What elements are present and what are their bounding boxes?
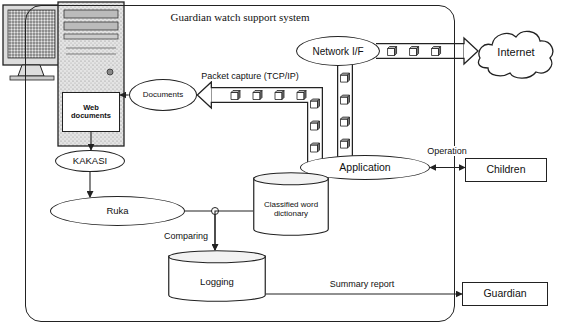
node-label: Children	[486, 164, 525, 176]
node-label: Documents	[143, 91, 183, 100]
edge-label: Summary report	[328, 279, 397, 289]
node-label: Ruka	[106, 206, 128, 216]
cloud-shape	[478, 31, 552, 78]
packet-cube	[253, 93, 260, 100]
connector	[266, 294, 462, 295]
flow-head	[197, 82, 211, 108]
connector-line	[430, 167, 465, 168]
flow-head-joint	[210, 88, 212, 102]
packet-cube	[439, 47, 441, 56]
packet-cube	[231, 93, 238, 100]
flow-head-joint	[464, 44, 466, 58]
actor-box: Guardian	[462, 282, 548, 306]
connector	[215, 211, 253, 250]
document-ellipse: Documents	[129, 79, 198, 111]
packet-cube	[341, 119, 348, 126]
node-label: Guardian watch support system	[171, 11, 310, 23]
packet-flow-arrow	[197, 82, 319, 164]
edge-label: Comparing	[162, 231, 210, 241]
node-label: Application	[339, 162, 390, 174]
connector	[91, 132, 92, 150]
packet-flow-arrow	[376, 38, 478, 64]
packet-cube	[341, 97, 348, 104]
document-box: Web documents	[62, 92, 120, 132]
packet-cube	[238, 91, 240, 100]
connector-line	[89, 172, 90, 197]
node-label: KAKASI	[73, 156, 107, 166]
packet-cube	[348, 117, 350, 126]
connector	[120, 95, 129, 96]
flow-band-outline	[337, 62, 353, 160]
node-label: Web documents	[67, 104, 115, 121]
packet-cube	[395, 47, 397, 56]
node-label: Network I/F	[312, 46, 363, 57]
connector	[90, 172, 91, 197]
flow-band-fill	[376, 44, 464, 58]
packet-cube	[348, 139, 350, 148]
database-cylinder: Logging	[168, 250, 266, 302]
cloud-path	[478, 31, 552, 78]
connector-line	[266, 293, 462, 294]
node-label: Logging	[200, 277, 234, 287]
flow-band-fill	[338, 62, 352, 160]
flow-band-outline	[211, 95, 315, 164]
packet-cube	[348, 95, 350, 104]
connector-line	[90, 132, 91, 150]
connector-line	[120, 94, 129, 95]
packet-flow-arrow	[341, 62, 350, 160]
internet-cloud: Internet	[476, 24, 556, 80]
edge-label: Operation	[425, 146, 469, 156]
packet-cube	[388, 49, 395, 56]
packet-cube	[318, 143, 320, 152]
packet-cube	[282, 91, 284, 100]
packet-cube	[260, 91, 262, 100]
packet-cube	[297, 93, 304, 100]
connector-line	[215, 211, 253, 250]
database-cylinder: Classified word dictionary	[253, 172, 329, 236]
packet-cube	[341, 141, 348, 148]
node-label: Internet	[497, 46, 534, 58]
packet-cube	[348, 73, 350, 82]
packet-cube	[311, 101, 318, 108]
flow-band-outline	[376, 43, 464, 59]
packet-cube	[318, 121, 320, 130]
node-label: Guardian	[483, 288, 526, 300]
interface-ellipse: Network I/F	[296, 36, 380, 66]
actor-box: Children	[465, 158, 547, 182]
packet-cube	[318, 99, 320, 108]
flow-band-fill	[211, 95, 315, 164]
packet-cube	[275, 93, 282, 100]
system-boundary: Guardian watch support systemWeb documen…	[25, 5, 455, 322]
packet-cube	[311, 145, 318, 152]
process-ellipse: Ruka	[50, 196, 185, 226]
packet-cube	[432, 49, 439, 56]
packet-cube	[304, 91, 306, 100]
cylinder-top	[169, 251, 266, 263]
cylinder-top	[254, 173, 329, 185]
packet-cube	[341, 75, 348, 82]
packet-cube	[311, 123, 318, 130]
packet-cube	[410, 49, 417, 56]
node-label: Classified word dictionary	[258, 201, 324, 219]
connector	[430, 167, 465, 168]
process-ellipse: KAKASI	[55, 150, 125, 172]
edge-label: Packet capture (TCP/IP)	[199, 71, 301, 81]
packet-cube	[417, 47, 419, 56]
flow-head	[464, 38, 478, 64]
connector	[185, 208, 219, 251]
cylinder-body	[254, 178, 329, 235]
